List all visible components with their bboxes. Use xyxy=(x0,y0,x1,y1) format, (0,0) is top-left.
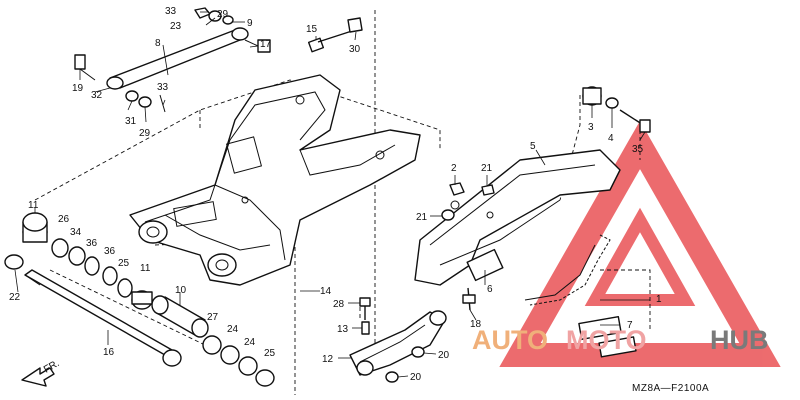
callout-9: 9 xyxy=(247,18,253,29)
pivot-bearings-right xyxy=(202,335,275,387)
watermark-part-moto: MOTO xyxy=(566,325,647,355)
callout-16: 16 xyxy=(103,347,115,358)
bolt-15 xyxy=(307,17,363,53)
bolt-28 xyxy=(359,297,371,335)
callout-18: 18 xyxy=(470,319,482,330)
callout-20a: 20 xyxy=(438,350,450,361)
callout-24b: 24 xyxy=(244,337,256,348)
washer-21 xyxy=(441,209,455,221)
callout-23: 23 xyxy=(170,21,182,32)
callout-24a: 24 xyxy=(227,324,239,335)
callout-21a: 21 xyxy=(481,163,493,174)
leader-lines xyxy=(14,11,650,378)
callout-4: 4 xyxy=(608,133,614,144)
callout-22: 22 xyxy=(9,292,21,303)
callout-labels: 1 2 3 4 5 6 7 8 9 10 11 11 12 13 14 15 1… xyxy=(9,6,662,383)
callout-7: 7 xyxy=(627,320,633,331)
callout-25b: 25 xyxy=(264,348,276,359)
callout-11b: 11 xyxy=(140,263,151,274)
callout-32: 32 xyxy=(91,90,103,101)
chain-slider xyxy=(349,310,447,383)
watermark-logo-text: AUTO MOTO HUB xyxy=(472,325,769,355)
callout-26: 26 xyxy=(58,214,70,225)
bolt-18 xyxy=(462,287,476,311)
nut-22 xyxy=(4,254,24,270)
callout-1: 1 xyxy=(656,294,662,305)
callout-34: 34 xyxy=(70,227,82,238)
callout-33b: 33 xyxy=(157,82,169,93)
callout-14: 14 xyxy=(320,286,332,297)
parts-3-4 xyxy=(582,86,651,133)
callout-5: 5 xyxy=(530,141,536,152)
bolt-21-top xyxy=(481,184,495,196)
front-marker-label: FR. xyxy=(42,358,61,376)
callout-25a: 25 xyxy=(118,258,130,269)
callout-12: 12 xyxy=(322,354,334,365)
diagram-code: MZ8A—F2100A xyxy=(632,383,709,394)
reference-lines xyxy=(34,10,651,395)
chain-case xyxy=(414,149,621,286)
pivot-shaft xyxy=(24,269,182,367)
callout-28: 28 xyxy=(333,299,345,310)
collar-10 xyxy=(151,295,209,338)
callout-36a: 36 xyxy=(86,238,98,249)
callout-20b: 20 xyxy=(410,372,422,383)
callout-31: 31 xyxy=(125,116,137,127)
callout-35: 35 xyxy=(632,144,644,155)
callout-10: 10 xyxy=(175,285,187,296)
callout-27: 27 xyxy=(207,312,219,323)
callout-15: 15 xyxy=(306,24,318,35)
callout-29b: 29 xyxy=(139,128,151,139)
watermark-part-auto: AUTO xyxy=(472,325,548,355)
callout-33a: 33 xyxy=(165,6,177,17)
callout-29a: 29 xyxy=(217,9,229,20)
callout-17: 17 xyxy=(260,39,272,50)
callout-36b: 36 xyxy=(104,246,116,257)
callout-6: 6 xyxy=(487,284,493,295)
callout-21b: 21 xyxy=(416,212,428,223)
callout-19: 19 xyxy=(72,83,84,94)
chain-joint xyxy=(578,315,637,358)
callout-13: 13 xyxy=(337,324,349,335)
callout-8: 8 xyxy=(155,38,161,49)
callout-11a: 11 xyxy=(28,200,39,211)
pivot-bearings-left xyxy=(22,212,153,310)
front-arrow-icon xyxy=(21,367,55,387)
callout-2: 2 xyxy=(451,163,457,174)
callout-30: 30 xyxy=(349,44,361,55)
swingarm xyxy=(129,74,421,286)
torque-link xyxy=(74,7,271,113)
callout-3: 3 xyxy=(588,122,594,133)
nut-2 xyxy=(449,182,465,196)
drive-chain xyxy=(524,234,611,306)
watermark-part-hub: HUB xyxy=(710,325,769,355)
